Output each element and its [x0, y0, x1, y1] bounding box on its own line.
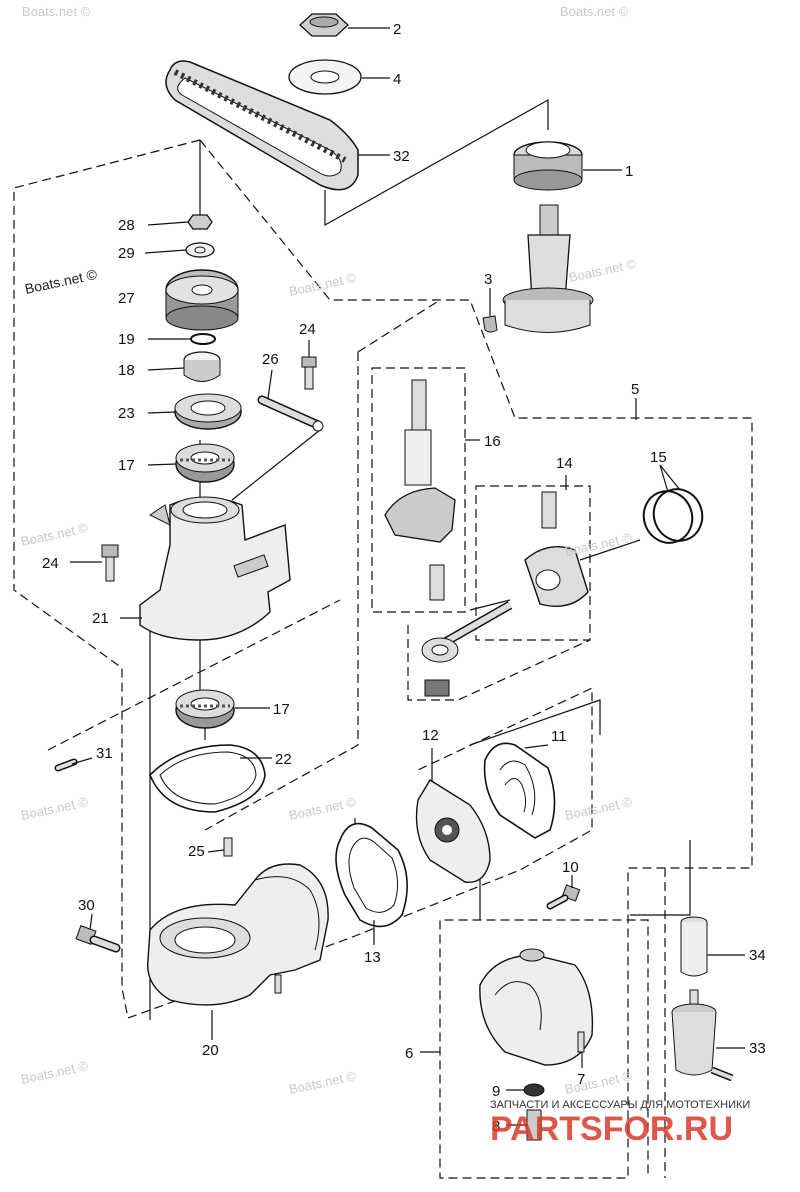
- part-20-lower-housing: [146, 863, 329, 1006]
- callout-6: 6: [405, 1045, 413, 1062]
- callout-25: 25: [188, 843, 205, 860]
- callout-31: 31: [96, 745, 113, 762]
- callout-24-upper: 24: [299, 321, 316, 338]
- callout-2: 2: [393, 21, 401, 38]
- watermark-label: Boats.net ©: [23, 266, 99, 297]
- part-10-bolt: [546, 884, 581, 910]
- part-29-washer: [185, 242, 215, 258]
- part-32-timing-belt: [165, 60, 359, 191]
- callout-9: 9: [492, 1083, 500, 1100]
- part-16-crankshaft: [384, 379, 456, 601]
- callout-23: 23: [118, 405, 135, 422]
- part-23-oil-seal: [174, 393, 242, 430]
- callout-7: 7: [577, 1071, 585, 1088]
- callout-11: 11: [551, 728, 567, 745]
- part-31-pin: [54, 758, 78, 772]
- part-22-gasket: [149, 744, 266, 813]
- part-7-nipple: [577, 1031, 585, 1053]
- brand-logo: PARTSFOR.RU: [490, 1110, 733, 1148]
- watermark: Boats.net ©: [560, 4, 629, 19]
- part-piston: [524, 546, 589, 607]
- part-21-upper-housing: [139, 496, 291, 641]
- part-12-valve-plate: [415, 779, 491, 884]
- watermark: Boats.net ©: [564, 1068, 634, 1097]
- callout-19: 19: [118, 331, 135, 348]
- callout-8: 8: [492, 1118, 500, 1135]
- part-connecting-rod: [421, 601, 513, 663]
- callout-1: 1: [625, 163, 633, 180]
- callout-20: 20: [202, 1042, 219, 1059]
- part-14-piston-pin: [541, 491, 557, 529]
- part-15-piston-rings: [642, 488, 704, 544]
- part-2-nut: [299, 13, 349, 37]
- callout-4: 4: [393, 71, 401, 88]
- callout-34: 34: [749, 947, 766, 964]
- watermark: Boats.net ©: [564, 530, 634, 559]
- part-6-pump-body: [479, 948, 594, 1066]
- part-27-gear: [165, 269, 239, 331]
- part-17-bearing-upper: [175, 443, 235, 483]
- callout-28: 28: [118, 217, 135, 234]
- part-33-filter: [671, 989, 734, 1082]
- part-26-link: [257, 395, 324, 432]
- part-11-gasket: [483, 742, 556, 839]
- part-17-bearing-lower: [175, 689, 235, 729]
- part-19-circlip: [190, 333, 216, 345]
- watermark: Boats.net ©: [564, 794, 634, 823]
- part-18-bushing: [183, 351, 221, 382]
- watermark: Boats.net ©: [288, 794, 358, 823]
- part-9-washer: [523, 1083, 545, 1097]
- callout-14: 14: [556, 455, 573, 472]
- callout-30: 30: [78, 897, 95, 914]
- callout-10: 10: [562, 859, 579, 876]
- watermark: Boats.net ©: [20, 794, 90, 823]
- callout-33: 33: [749, 1040, 766, 1057]
- callout-12: 12: [422, 727, 439, 744]
- part-30-bolt: [75, 925, 121, 953]
- callout-5: 5: [631, 381, 639, 398]
- brand-subtitle: ЗАПЧАСТИ И АКСЕССУАРЫ ДЛЯ МОТОТЕХНИКИ: [490, 1099, 750, 1111]
- watermark: Boats.net ©: [20, 1058, 90, 1087]
- callout-27: 27: [118, 290, 135, 307]
- part-25-dowel: [223, 837, 233, 857]
- callout-13: 13: [364, 949, 381, 966]
- part-24-bolt-left: [101, 544, 119, 582]
- callout-21: 21: [92, 610, 109, 627]
- part-4-washer: [288, 59, 362, 95]
- watermark: Boats.net ©: [20, 520, 90, 549]
- part-crankshaft-context: [502, 204, 594, 333]
- part-3-key: [482, 315, 498, 333]
- callout-22: 22: [275, 751, 292, 768]
- watermark: Boats.net ©: [288, 1068, 358, 1097]
- part-34-pipe: [680, 916, 708, 977]
- callout-3: 3: [484, 271, 492, 288]
- watermark: Boats.net ©: [288, 270, 358, 299]
- callout-17-lower: 17: [273, 701, 290, 718]
- callout-32: 32: [393, 148, 410, 165]
- callout-29: 29: [118, 245, 135, 262]
- part-24-bolt-upper: [301, 356, 317, 390]
- callout-leaders: [70, 27, 745, 1126]
- callout-15: 15: [650, 449, 667, 466]
- part-28-nut: [187, 214, 213, 230]
- watermark: Boats.net ©: [22, 4, 91, 19]
- callout-numbers: 1 2 3 4 5 6 7 8 9 10 11 12 13 14 15 16 1…: [42, 21, 766, 1135]
- part-needle-bearing: [424, 679, 450, 697]
- callout-18: 18: [118, 362, 135, 379]
- part-1-pulley-cap: [513, 141, 583, 191]
- brand-watermark: ЗАПЧАСТИ И АКСЕССУАРЫ ДЛЯ МОТОТЕХНИКИ PA…: [490, 1099, 750, 1148]
- callout-26: 26: [262, 351, 279, 368]
- callout-17-upper: 17: [118, 457, 135, 474]
- part-13-gasket: [335, 822, 408, 928]
- watermark: Boats.net ©: [568, 256, 638, 285]
- callout-24-left: 24: [42, 555, 59, 572]
- callout-16: 16: [484, 433, 501, 450]
